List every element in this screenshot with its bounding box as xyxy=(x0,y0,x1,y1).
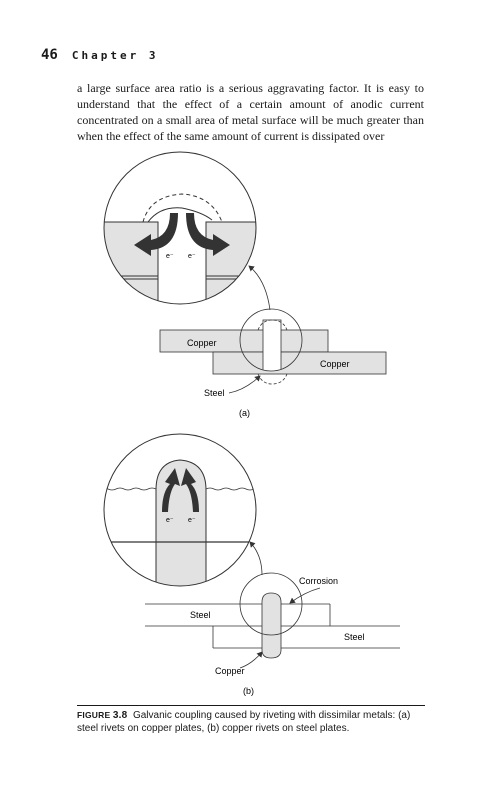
running-header: 46 Chapter 3 xyxy=(41,44,158,63)
caption-text: Galvanic coupling caused by riveting wit… xyxy=(77,710,411,734)
left-up-arrow xyxy=(156,468,180,512)
electron-label-b-right: e⁻ xyxy=(188,517,196,524)
zoom-circle-b xyxy=(103,433,257,587)
label-a-rivet: Steel xyxy=(204,388,225,398)
label-b-rivet: Copper xyxy=(215,666,245,676)
label-b-bottom-plate: Steel xyxy=(344,632,365,642)
zoom-leader-b xyxy=(249,541,263,576)
rivet-leader-a xyxy=(228,375,261,394)
panel-b: e⁻ e⁻ Corrosion Steel Steel Copper (b) xyxy=(103,433,400,696)
copper-rivet-b xyxy=(261,592,282,659)
label-a-top-plate: Copper xyxy=(187,338,217,348)
caption-label: Figure 3.8 xyxy=(77,710,128,721)
copper-plate-top-a xyxy=(159,329,329,353)
rivet-leader-b xyxy=(239,651,263,669)
corrosion-leader xyxy=(289,587,321,604)
page-number: 46 xyxy=(41,47,58,63)
chapter-title: Chapter 3 xyxy=(71,49,159,62)
label-b-top-plate: Steel xyxy=(190,610,211,620)
panel-a: e⁻ e⁻ Copper Copper Steel (a) xyxy=(103,151,387,418)
panel-b-label: (b) xyxy=(243,686,254,696)
caption-rule xyxy=(77,705,425,706)
electron-label-a-left: e⁻ xyxy=(166,253,174,260)
caption-label-word: Figure xyxy=(77,710,111,720)
detail-circle-b xyxy=(239,572,303,636)
right-curved-arrow xyxy=(186,213,230,256)
body-paragraph: a large surface area ratio is a serious … xyxy=(77,81,424,143)
electron-label-a-right: e⁻ xyxy=(188,253,196,260)
zoom-circle-b-content xyxy=(104,459,256,586)
figure-caption: Figure 3.8 Galvanic coupling caused by r… xyxy=(77,709,427,735)
zoom-leader-a xyxy=(248,265,271,311)
caption-label-number: 3.8 xyxy=(112,710,128,721)
label-b-corrosion: Corrosion xyxy=(299,576,338,586)
copper-plate-bottom-a xyxy=(212,351,387,375)
right-up-arrow xyxy=(181,468,205,512)
detail-circle-a xyxy=(239,308,303,372)
zoom-circle-a-content xyxy=(104,193,256,304)
left-curved-arrow xyxy=(134,213,178,256)
label-a-bottom-plate: Copper xyxy=(320,359,350,369)
electron-label-b-left: e⁻ xyxy=(166,517,174,524)
panel-a-label: (a) xyxy=(239,408,250,418)
zoom-circle-a xyxy=(103,151,257,305)
